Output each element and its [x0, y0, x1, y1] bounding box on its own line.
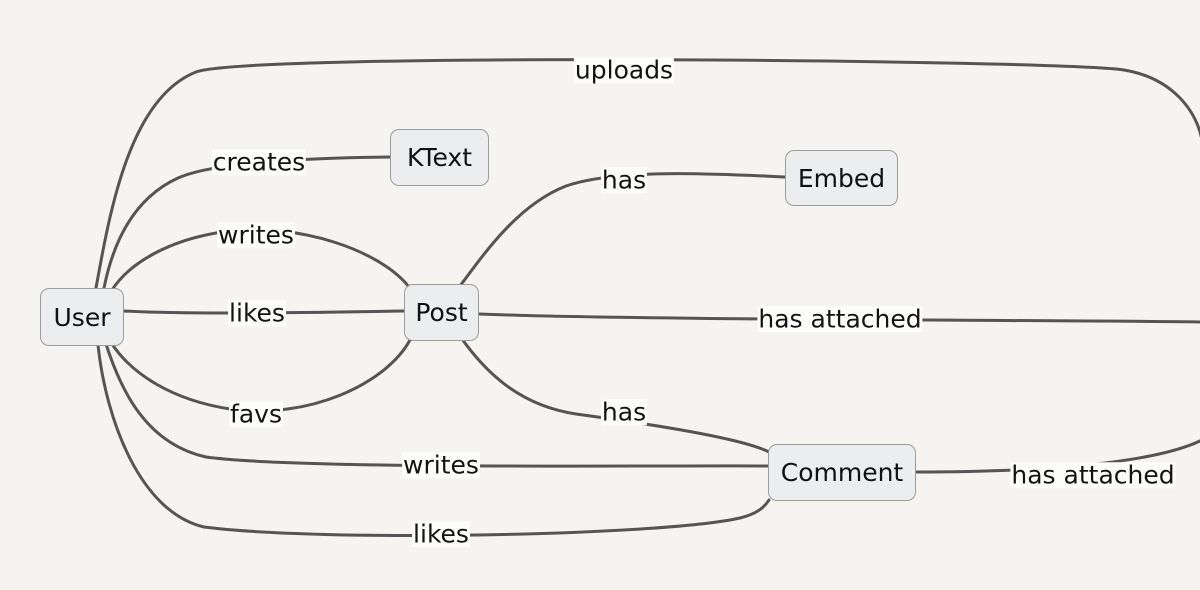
- edge-label-user-writes-post: writes: [217, 220, 295, 250]
- node-post[interactable]: Post: [404, 284, 479, 341]
- edge-label-user-favs-post: favs: [229, 399, 283, 429]
- node-ktext-label: KText: [406, 143, 472, 172]
- edge-user-likes-comment[interactable]: [96, 343, 771, 537]
- edge-label-post-has-comment: has: [600, 397, 648, 427]
- edge-label-post-has-attached: has attached: [757, 304, 923, 334]
- edge-post-has-comment[interactable]: [460, 337, 771, 454]
- edge-label-user-creates-ktext: creates: [211, 147, 307, 177]
- node-ktext[interactable]: KText: [390, 129, 489, 186]
- edge-post-has-embed[interactable]: [458, 172, 787, 288]
- node-comment[interactable]: Comment: [768, 444, 916, 501]
- node-embed[interactable]: Embed: [785, 150, 898, 206]
- edge-label-post-has-embed: has: [600, 165, 648, 195]
- edge-user-writes-comment[interactable]: [104, 342, 770, 468]
- node-post-label: Post: [415, 298, 468, 327]
- edge-label-user-likes-post: likes: [228, 298, 286, 328]
- edge-label-user-writes-comment: writes: [402, 450, 480, 480]
- node-comment-label: Comment: [780, 458, 904, 487]
- node-embed-label: Embed: [797, 163, 886, 193]
- node-user-label: User: [53, 302, 111, 332]
- edge-user-creates-ktext[interactable]: [102, 155, 392, 290]
- edge-label-comment-has-attached: has attached: [1010, 460, 1176, 490]
- edge-label-user-uploads: uploads: [573, 55, 675, 85]
- node-user[interactable]: User: [40, 288, 124, 346]
- edge-user-uploads[interactable]: [94, 58, 1200, 290]
- edge-label-user-likes-comment: likes: [412, 519, 470, 549]
